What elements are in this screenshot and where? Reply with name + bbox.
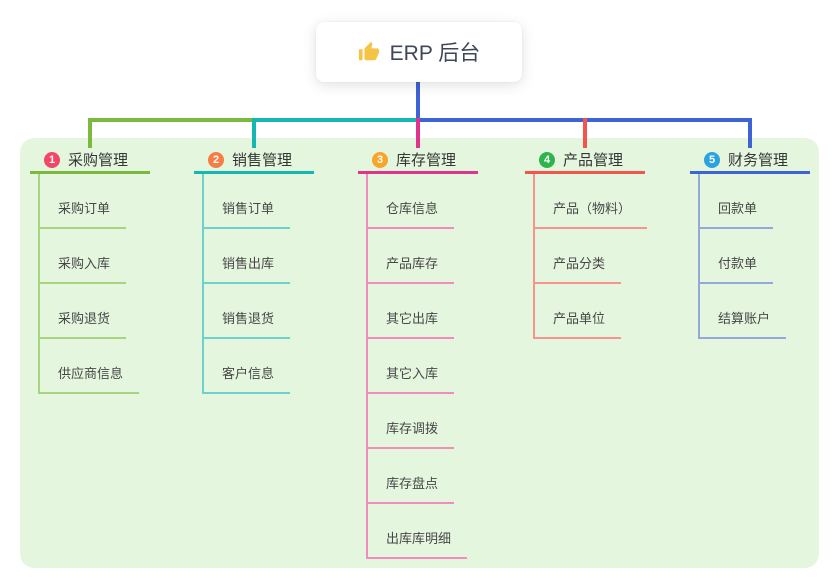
child-node[interactable]: 库存调拨 [368, 394, 455, 449]
child-node[interactable]: 仓库信息 [368, 174, 455, 229]
branch-title-label: 销售管理 [232, 152, 293, 169]
bus-segment-sales [252, 118, 420, 122]
branch-title-sales[interactable]: 2 销售管理 [194, 148, 314, 174]
child-node[interactable]: 采购退货 [40, 284, 127, 339]
branch-title-label: 库存管理 [396, 152, 457, 169]
child-node[interactable]: 供应商信息 [40, 339, 140, 394]
branches-panel [20, 138, 819, 568]
child-node[interactable]: 采购入库 [40, 229, 127, 284]
child-node[interactable]: 其它出库 [368, 284, 455, 339]
child-node[interactable]: 产品（物料） [535, 174, 648, 229]
child-node[interactable]: 销售订单 [204, 174, 291, 229]
branch-title-label: 财务管理 [728, 152, 789, 169]
child-node[interactable]: 销售出库 [204, 229, 291, 284]
child-node[interactable]: 采购订单 [40, 174, 127, 229]
child-node[interactable]: 产品库存 [368, 229, 455, 284]
child-node[interactable]: 出库库明细 [368, 504, 468, 559]
child-node[interactable]: 产品分类 [535, 229, 622, 284]
branch-finance: 5 财务管理回款单付款单结算账户 [690, 148, 810, 339]
branch-drop-line-sales [252, 118, 256, 148]
branch-title-finance[interactable]: 5 财务管理 [690, 148, 810, 174]
bus-segment-purchase [88, 118, 256, 122]
branch-children-product: 产品（物料）产品分类产品单位 [533, 174, 648, 339]
child-node[interactable]: 销售退货 [204, 284, 291, 339]
branch-number-badge-product: 4 [539, 151, 555, 168]
branch-number-badge-sales: 2 [208, 151, 224, 168]
child-node[interactable]: 客户信息 [204, 339, 291, 394]
child-node[interactable]: 其它入库 [368, 339, 455, 394]
branch-children-sales: 销售订单销售出库销售退货客户信息 [202, 174, 314, 394]
child-node[interactable]: 结算账户 [700, 284, 787, 339]
branch-title-product[interactable]: 4 产品管理 [525, 148, 645, 174]
branch-drop-line-finance [748, 118, 752, 148]
branch-number-badge-inventory: 3 [372, 151, 388, 168]
branch-title-inventory[interactable]: 3 库存管理 [358, 148, 478, 174]
child-node[interactable]: 库存盘点 [368, 449, 455, 504]
root-node[interactable]: ERP 后台 [316, 22, 522, 82]
branch-children-finance: 回款单付款单结算账户 [698, 174, 810, 339]
branch-title-label: 采购管理 [68, 152, 129, 169]
branch-title-purchase[interactable]: 1 采购管理 [30, 148, 150, 174]
thumbs-up-icon [358, 41, 379, 61]
branch-drop-line-inventory [416, 118, 420, 148]
child-node[interactable]: 产品单位 [535, 284, 622, 339]
branch-purchase: 1 采购管理采购订单采购入库采购退货供应商信息 [30, 148, 150, 394]
root-label: ERP 后台 [389, 42, 481, 65]
branch-drop-line-purchase [88, 118, 92, 148]
branch-sales: 2 销售管理销售订单销售出库销售退货客户信息 [194, 148, 314, 394]
branch-number-badge-finance: 5 [704, 151, 720, 168]
branch-number-badge-purchase: 1 [44, 151, 60, 168]
child-node[interactable]: 付款单 [700, 229, 774, 284]
branch-product: 4 产品管理产品（物料）产品分类产品单位 [525, 148, 648, 339]
branch-title-label: 产品管理 [563, 152, 624, 169]
branch-children-purchase: 采购订单采购入库采购退货供应商信息 [38, 174, 150, 394]
root-connector-line [416, 82, 420, 122]
branch-children-inventory: 仓库信息产品库存其它出库其它入库库存调拨库存盘点出库库明细 [366, 174, 478, 559]
branch-inventory: 3 库存管理仓库信息产品库存其它出库其它入库库存调拨库存盘点出库库明细 [358, 148, 478, 559]
child-node[interactable]: 回款单 [700, 174, 774, 229]
branch-drop-line-product [583, 118, 587, 148]
